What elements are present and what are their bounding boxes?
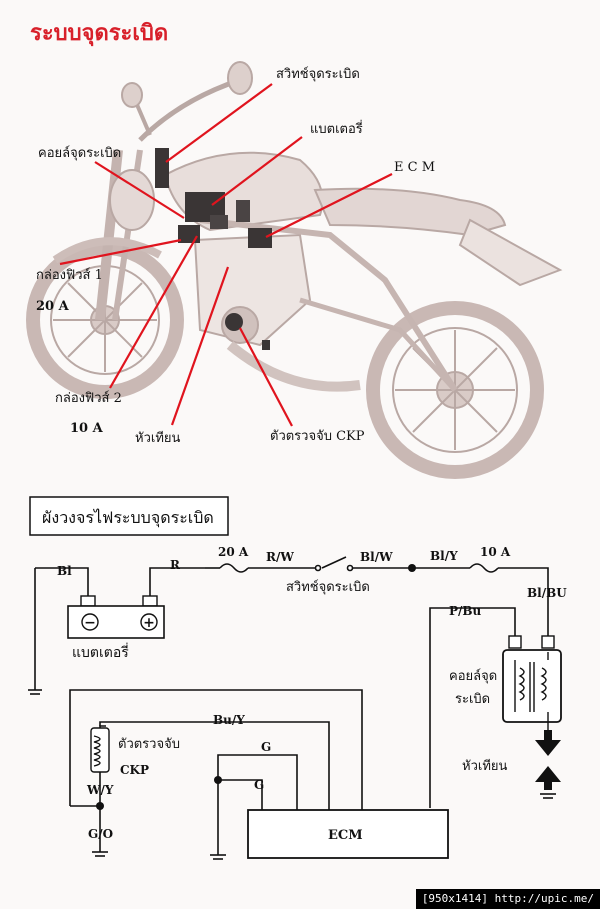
spark-plug-symbol [535,730,561,799]
wire-label-wy: W/Y [86,783,114,797]
fuse-10a-label: 10 A [480,545,511,559]
wiring [28,556,549,860]
fuse-20a-label: 20 A [218,545,249,559]
label-battery: แบตเตอรี่ [310,120,363,137]
schematic-title-box [29,496,229,536]
wire-label-pbu: P/Bu [449,604,482,618]
fuse-20a-symbol [219,563,249,573]
ignition-coil-symbol [502,635,562,738]
ckp-sensor-symbol [90,727,110,773]
switch-label: สวิทช์จุดระเบิด [286,579,370,595]
battery-plus-sign: + [143,615,155,631]
wire-label-blbu: Bl/BU [527,586,567,600]
wire-label-r: R [170,558,181,572]
motorcycle-illustration [26,61,563,479]
wire-label-g-lower: G [254,778,264,792]
label-fuse-box-2: กล่องฟิวส์ 2 [55,390,122,406]
callout-leaders [59,83,393,427]
schematic-labels: Bl R 20 A R/W Bl/W Bl/Y 10 A สวิทช์จุดระ… [57,545,567,843]
wire-label-blw: Bl/W [360,550,393,564]
label-ignition-switch: สวิทช์จุดระเบิด [276,66,360,82]
battery-minus-sign: − [84,615,96,631]
ecm-box [247,809,449,859]
ecm-label: ECM [328,828,363,843]
wire-label-bly: Bl/Y [430,549,458,563]
battery-label: แบตเตอรี่ [72,643,129,661]
battery-symbol: − + [67,595,165,639]
junction-dot [408,564,416,572]
fuse-10a-symbol [469,563,499,573]
label-ignition-coil: คอยล์จุดระเบิด [38,145,121,161]
ckp-label-line2: CKP [120,763,149,777]
label-fuse-box-2-rating: 10 A [70,421,104,436]
label-ecm: E C M [394,160,435,175]
coil-label-line1: คอยล์จุด [449,668,497,684]
wire-label-buy: Bu/Y [213,713,245,727]
wire-label-g-upper: G [261,740,271,754]
junction-dot [214,776,222,784]
image-host-footer: [950x1414] http://upic.me/ [415,889,600,909]
coil-label-line2: ระเบิด [455,692,490,707]
label-fuse-box-1: กล่องฟิวส์ 1 [36,267,103,283]
label-fuse-box-1-rating: 20 A [36,299,70,314]
ckp-label-line1: ตัวตรวจจับ [118,737,180,752]
wire-label-rw: R/W [266,550,294,564]
wire-label-bl: Bl [57,564,72,578]
wire-label-go: G/O [88,827,113,841]
label-spark-plug: หัวเทียน [135,430,180,446]
callout-labels: สวิทช์จุดระเบิด แบตเตอรี่ E C M คอยล์จุด… [36,66,435,446]
schematic-title: ผังวงจรไฟระบบจุดระเบิด [42,508,214,528]
page-title: ระบบจุดระเบิด [30,20,168,47]
spark-plug-label: หัวเทียน [462,758,507,774]
label-ckp-sensor: ตัวตรวจจับ CKP [270,429,365,444]
schematic: ผังวงจรไฟระบบจุดระเบิด [28,496,567,860]
junction-dot [96,802,104,810]
